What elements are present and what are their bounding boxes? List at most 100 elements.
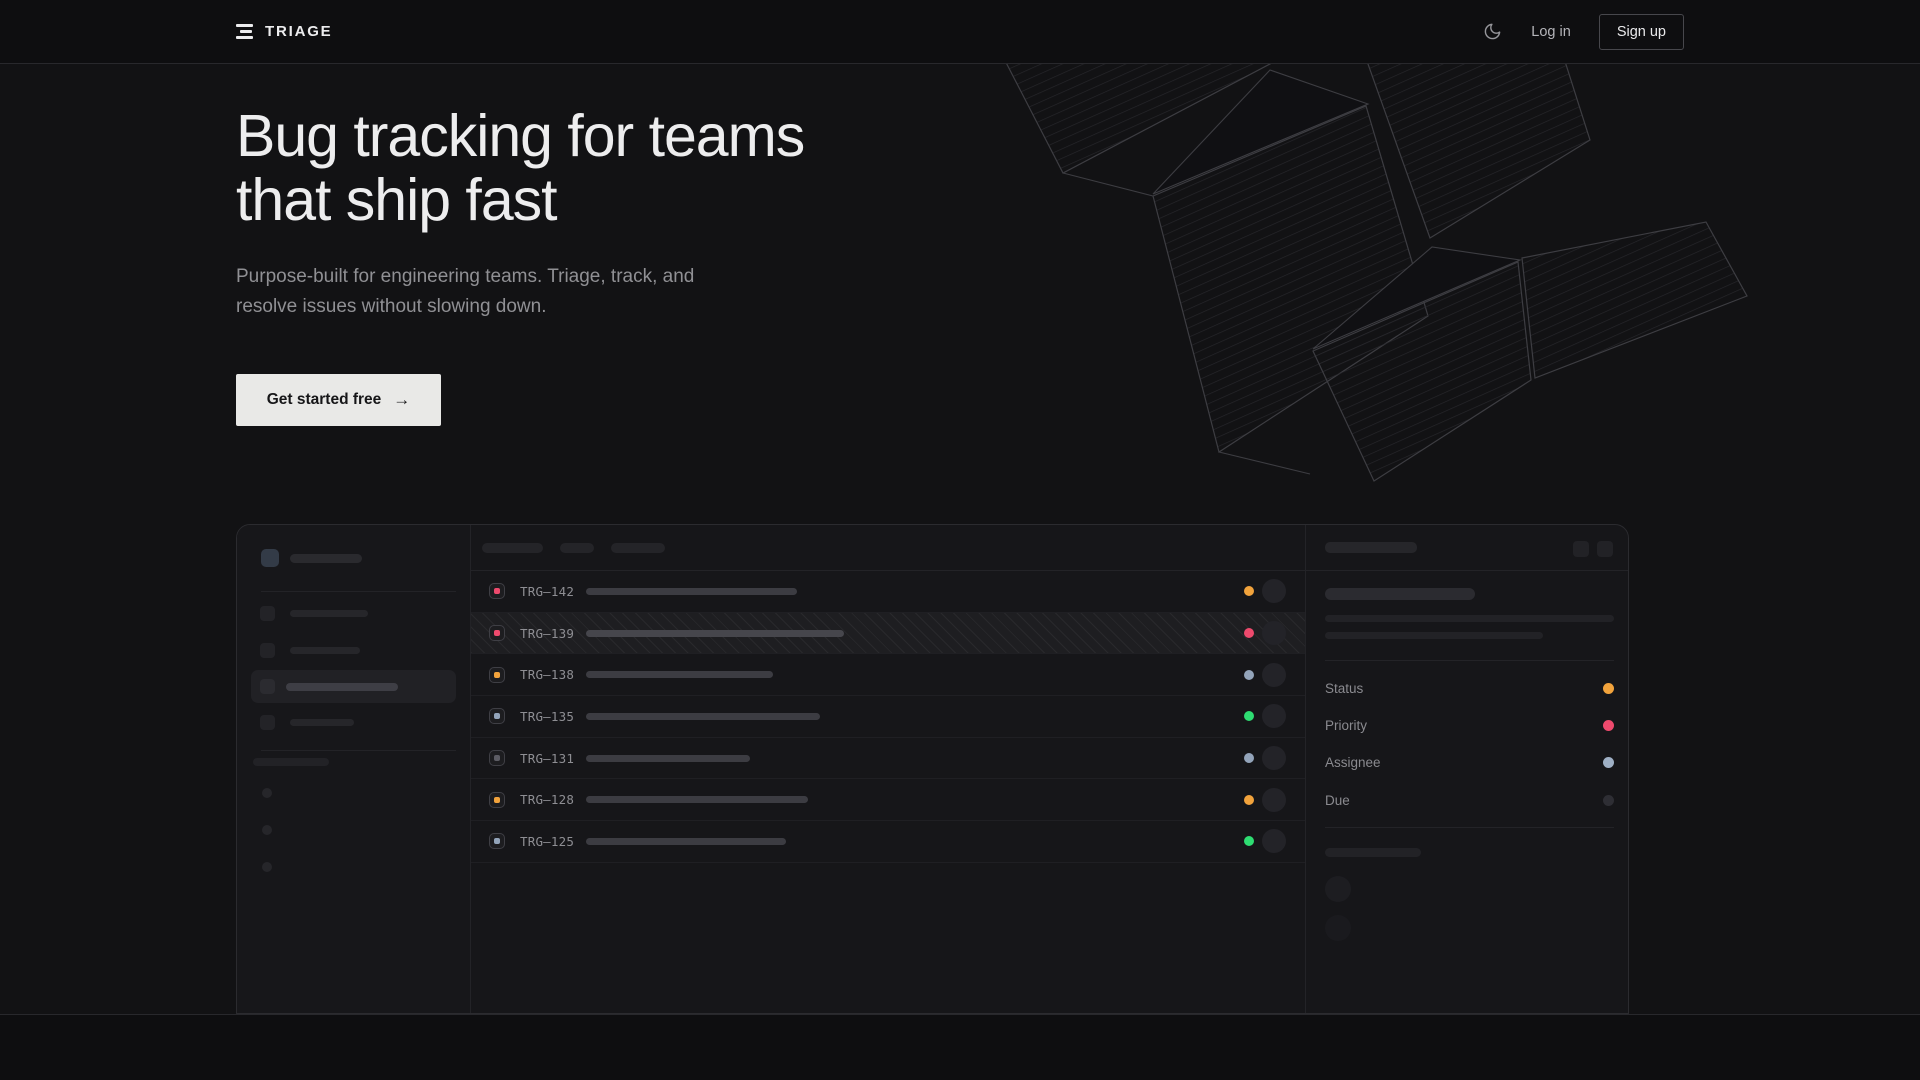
sidebar-dot: [262, 862, 272, 872]
hero-title: Bug tracking for teams that ship fast: [236, 103, 805, 233]
workspace-row: [261, 549, 362, 567]
sidebar-item-icon: [260, 643, 275, 658]
issue-rows: TRG–142 TRG–139 TRG–138: [471, 571, 1305, 863]
assignee-avatar: [1262, 829, 1286, 854]
assignee-avatar: [1262, 579, 1286, 604]
hero-title-line2: that ship fast: [236, 167, 558, 233]
field-value-dot: [1603, 756, 1614, 768]
sidebar-item: [260, 643, 360, 658]
issue-row: TRG–138: [471, 654, 1305, 697]
field-row: Priority: [1325, 718, 1614, 733]
assignee-avatar: [1262, 746, 1286, 771]
mockup-sidebar: [237, 525, 471, 1013]
brand-name: TRIAGE: [265, 23, 333, 40]
hero-section: Bug tracking for teams that ship fast Pu…: [236, 103, 805, 426]
sidebar-item-skeleton: [290, 610, 368, 617]
arrow-right-icon: →: [393, 390, 411, 409]
issue-title-skeleton: [586, 712, 820, 720]
sidebar-divider: [261, 591, 456, 592]
issue-priority-icon: [489, 833, 505, 850]
issue-row: TRG–125: [471, 821, 1305, 863]
issue-id: TRG–138: [520, 667, 575, 683]
sidebar-item-selected: [251, 670, 456, 703]
get-started-label: Get started free: [266, 391, 382, 408]
sidebar-item-skeleton: [290, 719, 354, 726]
status-dot: [1244, 711, 1254, 722]
activity-avatar: [1325, 915, 1351, 941]
field-row: Assignee: [1325, 754, 1614, 770]
field-value-dot: [1603, 719, 1614, 731]
activity-avatar: [1325, 876, 1351, 902]
field-row: Status: [1325, 680, 1614, 696]
footer-band: [0, 1014, 1920, 1080]
issue-priority-icon: [489, 708, 505, 725]
issue-row-highlighted: TRG–139: [471, 612, 1305, 655]
workspace-avatar: [261, 549, 279, 567]
issue-title-skeleton: [586, 587, 797, 595]
status-dot: [1244, 794, 1254, 805]
field-label: Due: [1325, 792, 1350, 808]
sidebar-item-icon: [260, 715, 275, 730]
filter-chip-skeleton: [482, 542, 543, 553]
field-label: Assignee: [1325, 754, 1381, 770]
issue-list: TRG–142 TRG–139 TRG–138: [471, 525, 1306, 1013]
triage-logo-icon: [236, 23, 253, 40]
description-skeleton: [1325, 615, 1614, 622]
issue-priority-icon: [489, 791, 505, 808]
sidebar-item-icon: [260, 679, 275, 694]
panel-action-button: [1597, 541, 1613, 557]
filter-chip-skeleton: [560, 542, 594, 553]
issue-row: TRG–135: [471, 696, 1305, 738]
issue-detail-panel: Status Priority Assignee Due: [1306, 525, 1628, 1013]
signup-button[interactable]: Sign up: [1598, 13, 1684, 50]
filter-chip-skeleton: [611, 542, 665, 553]
issue-title-skeleton: [586, 629, 844, 637]
panel-action-button: [1573, 541, 1589, 557]
status-dot: [1244, 753, 1254, 764]
sidebar-item-skeleton: [286, 682, 398, 691]
issue-id: TRG–142: [520, 583, 575, 599]
sidebar-item-skeleton: [290, 647, 360, 654]
brand-logo[interactable]: TRIAGE: [236, 23, 332, 40]
assignee-avatar: [1262, 662, 1286, 687]
issue-list-header: [471, 525, 1305, 571]
issue-row: TRG–142: [471, 571, 1305, 613]
issue-title-skeleton: [586, 796, 808, 804]
status-dot: [1244, 628, 1254, 639]
field-value-dot: [1603, 682, 1614, 694]
field-label: Status: [1325, 680, 1364, 696]
assignee-avatar: [1262, 787, 1286, 812]
panel-title-skeleton: [1325, 542, 1417, 553]
panel-divider: [1325, 660, 1614, 661]
sidebar-divider: [261, 750, 456, 751]
issue-title-skeleton: [1325, 588, 1475, 600]
hero-title-line1: Bug tracking for teams: [236, 103, 805, 169]
moon-icon[interactable]: [1483, 22, 1503, 42]
detail-panel-header: [1306, 525, 1628, 571]
issue-title-skeleton: [586, 754, 750, 762]
issue-id: TRG–135: [520, 708, 575, 724]
issue-id: TRG–131: [520, 750, 575, 766]
issue-priority-icon: [489, 750, 505, 767]
issue-id: TRG–128: [520, 792, 575, 808]
hero-subtitle: Purpose-built for engineering teams. Tri…: [236, 262, 804, 322]
issue-title-skeleton: [586, 837, 786, 845]
hero-subtitle-line1: Purpose-built for engineering teams. Tri…: [236, 266, 695, 287]
sidebar-dot: [262, 788, 272, 798]
status-dot: [1244, 836, 1254, 847]
workspace-name-skeleton: [290, 553, 362, 563]
get-started-button[interactable]: Get started free →: [236, 374, 441, 426]
nav-actions: Log in Sign up: [1483, 13, 1684, 50]
top-navbar: TRIAGE Log in Sign up: [0, 0, 1920, 64]
issue-title-skeleton: [586, 671, 773, 679]
assignee-avatar: [1262, 621, 1286, 646]
issue-id: TRG–139: [520, 625, 575, 641]
issue-row: TRG–131: [471, 738, 1305, 780]
login-link[interactable]: Log in: [1531, 23, 1571, 40]
description-skeleton: [1325, 632, 1543, 639]
hero-subtitle-line2: resolve issues without slowing down.: [236, 296, 547, 317]
panel-divider: [1325, 827, 1614, 828]
activity-section-skeleton: [1325, 848, 1421, 857]
issue-row: TRG–128: [471, 779, 1305, 822]
assignee-avatar: [1262, 704, 1286, 729]
